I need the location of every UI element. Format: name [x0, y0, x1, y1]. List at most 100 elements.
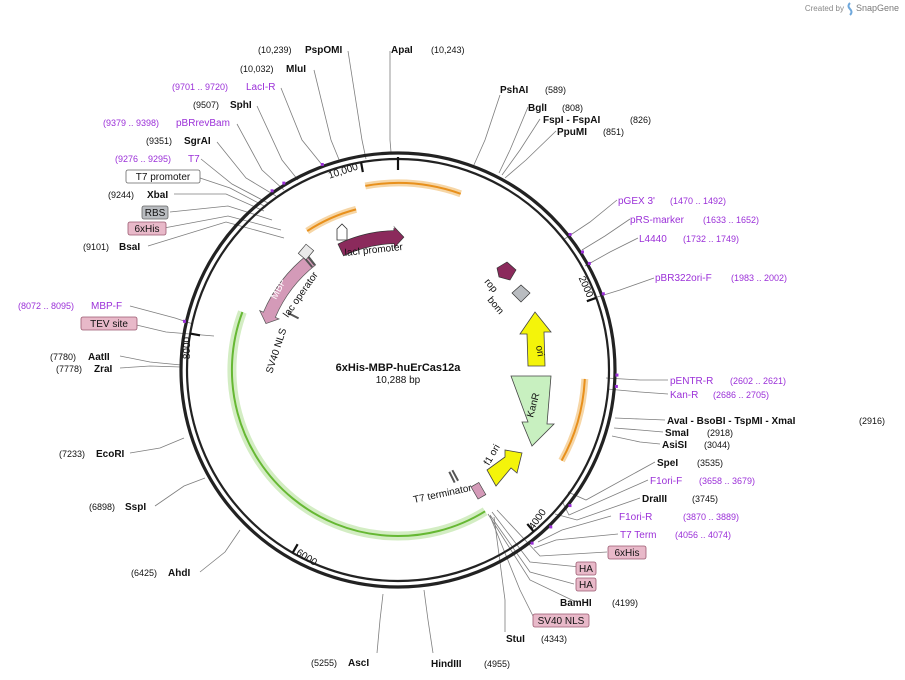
- tick-label: 8000: [182, 336, 193, 359]
- enzyme-site-position: (808): [562, 103, 583, 113]
- feature-tag-label: HA: [579, 564, 593, 575]
- enzyme-site-label: AvaI - BsoBI - TspMI - XmaI: [667, 416, 796, 427]
- enzyme-site-position: (9507): [193, 100, 219, 110]
- enzyme-site-label: AscI: [348, 658, 369, 669]
- enzyme-site-position: (4199): [612, 598, 638, 608]
- enzyme-site-position: (10,032): [240, 64, 274, 74]
- primer-range: (1470 .. 1492): [670, 196, 726, 206]
- laci-arrow: [337, 225, 405, 257]
- primer-label: MBP-F: [91, 301, 122, 312]
- primer-range: (4056 .. 4074): [675, 530, 731, 540]
- feature-tag-box: [575, 561, 597, 576]
- snapgene-logo-icon: [847, 2, 853, 16]
- snapgene-watermark: Created by SnapGene: [805, 2, 899, 16]
- primer-range: (1983 .. 2002): [731, 273, 787, 283]
- primer-label: pBR322ori-F: [655, 273, 712, 284]
- enzyme-site-label: AsiSI: [662, 440, 687, 451]
- primer-marks: [182, 163, 619, 545]
- enzyme-site-position: (826): [630, 115, 651, 125]
- f1-ori-arrow: [486, 449, 523, 487]
- feature-label: bom: [485, 295, 506, 317]
- feature-tag-box: [141, 205, 169, 220]
- enzyme-site-position: (7233): [59, 449, 85, 459]
- primer-range: (8072 .. 8095): [18, 301, 74, 311]
- tick-mark: [291, 543, 299, 554]
- primer-label: L4440: [639, 234, 667, 245]
- enzyme-site-position: (3044): [704, 440, 730, 450]
- enzyme-site-position: (9244): [108, 190, 134, 200]
- orange-arc: [365, 182, 462, 195]
- enzyme-site-position: (9351): [146, 136, 172, 146]
- primer-range: (3658 .. 3679): [699, 476, 755, 486]
- enzyme-site-position: (5255): [311, 658, 337, 668]
- primer-label: T7 Term: [620, 530, 657, 541]
- enzyme-site-position: (6898): [89, 502, 115, 512]
- tag-mark: [287, 311, 300, 320]
- primer-range: (2602 .. 2621): [730, 376, 786, 386]
- enzyme-site-label: FspI - FspAI: [543, 115, 600, 126]
- feature-tag-label: RBS: [145, 208, 166, 219]
- enzyme-site-position: (851): [603, 127, 624, 137]
- feature-label: lacI: [386, 219, 403, 232]
- enzyme-site-label: StuI: [506, 634, 525, 645]
- laci-promoter-mark: [336, 223, 348, 241]
- enzyme-site-label: PspOMI: [305, 45, 342, 56]
- primer-range: (1633 .. 1652): [703, 215, 759, 225]
- enzyme-site-position: (3745): [692, 494, 718, 504]
- enzyme-site-position: (2916): [859, 416, 885, 426]
- enzyme-site-label: PpuMI: [557, 127, 587, 138]
- feature-layer: [227, 179, 589, 541]
- enzyme-site-label: SspI: [125, 502, 146, 513]
- enzyme-site-label: PshAI: [500, 85, 529, 96]
- feature-tag-box: [125, 169, 201, 184]
- enzyme-site-position: (10,243): [431, 45, 465, 55]
- primer-label: pGEX 3': [618, 196, 655, 207]
- orange-arc: [306, 208, 357, 232]
- primer-label: pBRrevBam: [176, 118, 230, 129]
- orange-highlight-arc: [305, 206, 358, 235]
- primer-label: F1ori-R: [619, 512, 652, 523]
- primer-label: pENTR-R: [670, 376, 713, 387]
- tag-mark: [451, 469, 459, 482]
- primer-label: F1ori-F: [650, 476, 682, 487]
- primer-mark: [580, 250, 584, 254]
- feature-tag-box: [532, 613, 590, 628]
- lac-operator-mark: [297, 243, 315, 261]
- enzyme-site-label: ZraI: [94, 364, 113, 375]
- enzyme-site-label: EcoRI: [96, 449, 125, 460]
- feature-tag-box: [80, 316, 138, 331]
- primer-range: (9701 .. 9720): [172, 82, 228, 92]
- feature-tag-label: 6xHis: [614, 548, 639, 559]
- feature-label: ori: [533, 345, 546, 358]
- primer-mark: [530, 541, 534, 545]
- feature-label: SV40 NLS: [264, 327, 289, 375]
- cds-arc: [230, 311, 486, 537]
- enzyme-site-label: DraIII: [642, 494, 667, 505]
- enzyme-site-position: (2918): [707, 428, 733, 438]
- cds-highlight-arc: [227, 310, 488, 541]
- enzyme-site-position: (9101): [83, 242, 109, 252]
- enzyme-site-position: (6425): [131, 568, 157, 578]
- label-layer: PspOMI(10,239)ApaI(10,243)MluI(10,032)La…: [18, 45, 885, 670]
- primer-label: T7: [188, 154, 200, 165]
- enzyme-site-label: BglI: [528, 103, 547, 114]
- feature-tag-label: SV40 NLS: [538, 616, 585, 627]
- primer-mark: [182, 319, 186, 323]
- primer-range: (1732 .. 1749): [683, 234, 739, 244]
- plasmid-name: 6xHis-MBP-huErCas12a: [336, 362, 462, 374]
- primer-mark: [568, 504, 572, 508]
- plasmid-length: 10,288 bp: [376, 375, 421, 386]
- enzyme-site-position: (10,239): [258, 45, 292, 55]
- primer-range: (3870 .. 3889): [683, 512, 739, 522]
- enzyme-site-position: (3535): [697, 458, 723, 468]
- primer-mark: [614, 384, 618, 388]
- watermark-text: Created by: [805, 4, 844, 13]
- orange-arc: [560, 378, 586, 462]
- tick-mark: [526, 523, 535, 533]
- primer-label: LacI-R: [246, 82, 275, 93]
- enzyme-site-label: SpeI: [657, 458, 678, 469]
- feature-tag-label: 6xHis: [134, 224, 159, 235]
- enzyme-site-label: BsaI: [119, 242, 140, 253]
- enzyme-site-label: BamHI: [560, 598, 592, 609]
